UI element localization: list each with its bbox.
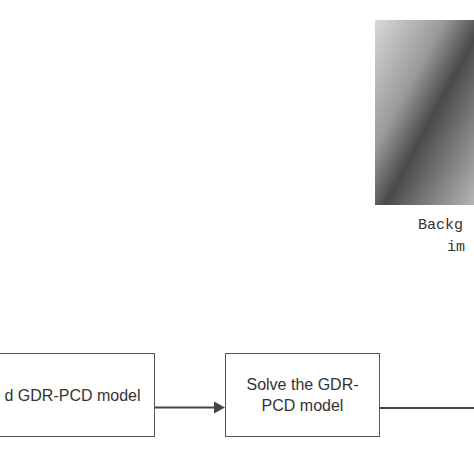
box-content: d GDR-PCD model [4, 385, 140, 406]
arrow-line [155, 407, 215, 409]
box-content: Solve the GDR- PCD model [234, 374, 371, 416]
arrow-head [214, 402, 225, 414]
process-box: Solve the GDR- PCD model [225, 353, 380, 437]
image-caption: im [447, 239, 465, 256]
box-text: Solve the GDR- PCD model [234, 374, 371, 416]
image-caption: Backg [418, 217, 463, 234]
process-box: d GDR-PCD model [0, 353, 155, 437]
background-image [375, 20, 474, 205]
output-arrow-line [380, 407, 474, 409]
flow-arrow [155, 402, 225, 414]
box-text: d GDR-PCD model [4, 385, 140, 406]
